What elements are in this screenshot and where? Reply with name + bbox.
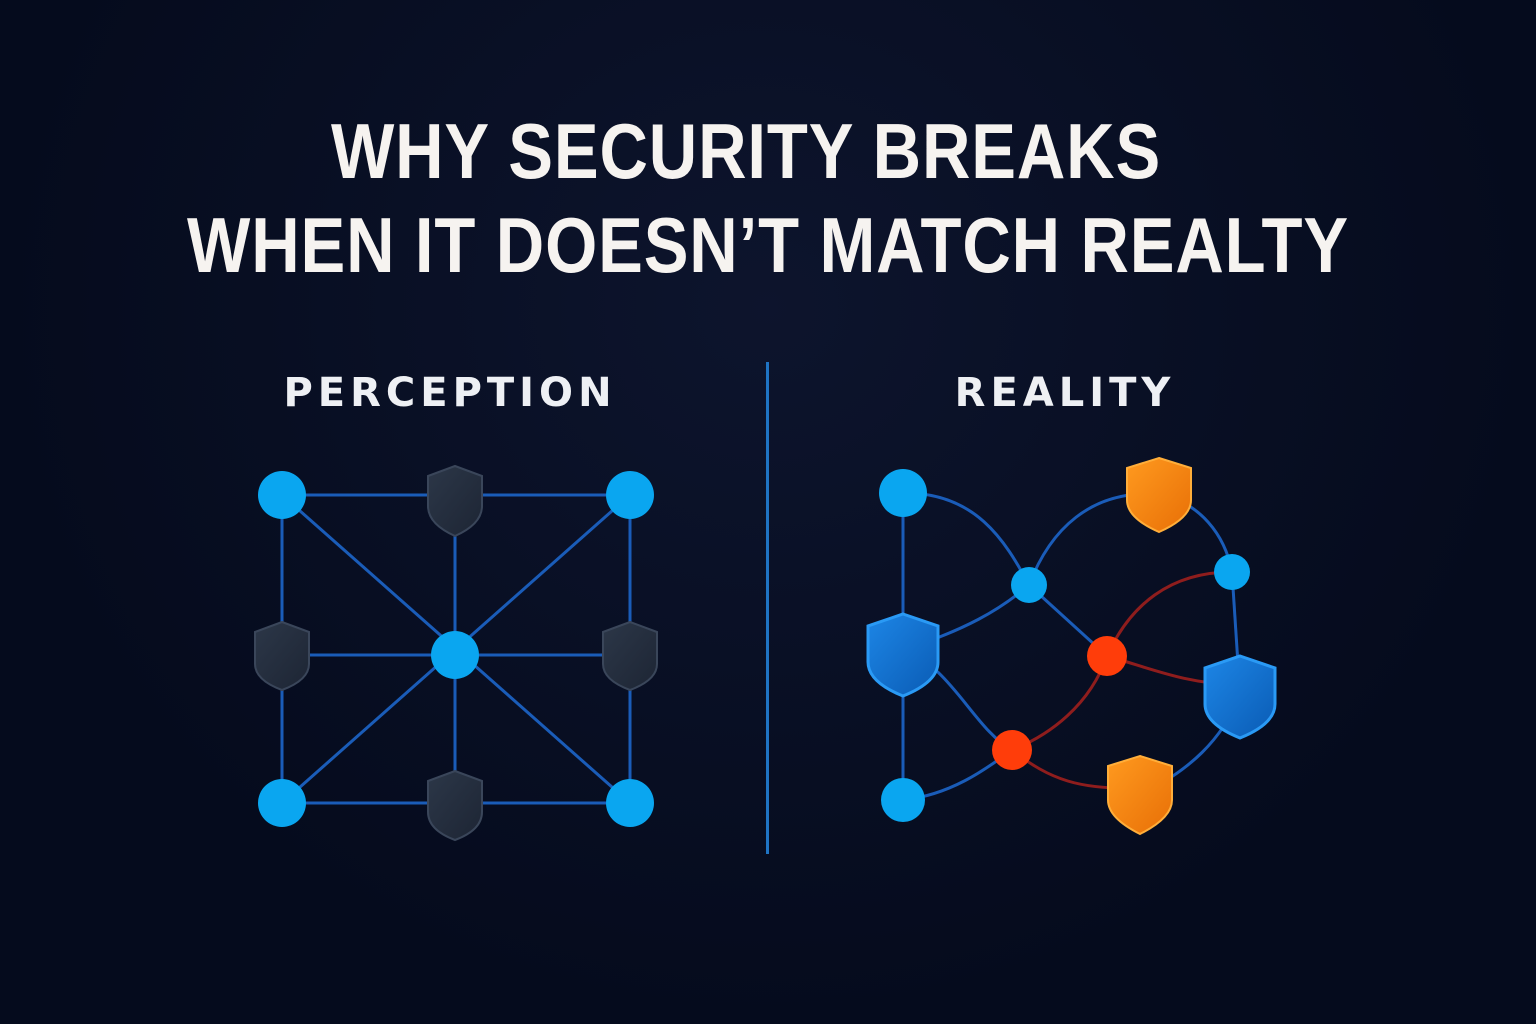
headline-line-2: WHEN IT DOESN’T MATCH REALTY xyxy=(187,201,1349,289)
shield-icon xyxy=(427,769,483,842)
node xyxy=(431,631,479,679)
panel-divider xyxy=(766,362,769,854)
reality-compromised-nodes xyxy=(992,636,1127,770)
node xyxy=(879,469,927,517)
headline-line-1: WHY SECURITY BREAKS xyxy=(330,107,1162,195)
node xyxy=(1011,567,1047,603)
compromised-edge xyxy=(1105,570,1233,657)
reality-nodes xyxy=(879,469,1250,822)
node xyxy=(606,779,654,827)
node xyxy=(258,471,306,519)
node xyxy=(1214,554,1250,590)
compromised-node xyxy=(1087,636,1127,676)
shield-icon xyxy=(602,620,658,692)
node xyxy=(606,471,654,519)
shield-icon xyxy=(866,612,940,698)
compromised-edge xyxy=(1011,655,1109,752)
node xyxy=(258,779,306,827)
reality-diagram xyxy=(866,456,1277,836)
shield-icon xyxy=(1126,456,1192,534)
reality-label: REALITY xyxy=(954,370,1176,416)
shield-icon xyxy=(254,620,310,692)
perception-label: PERCEPTION xyxy=(283,370,617,416)
shield-icon xyxy=(1107,754,1173,836)
compromised-node xyxy=(992,730,1032,770)
shield-icon xyxy=(1203,654,1277,740)
reality-shields xyxy=(866,456,1277,836)
reality-edges xyxy=(901,491,1242,802)
perception-nodes xyxy=(258,471,654,827)
shield-icon xyxy=(427,464,483,538)
perception-diagram xyxy=(254,464,658,842)
perception-shields xyxy=(254,464,658,842)
node xyxy=(881,778,925,822)
